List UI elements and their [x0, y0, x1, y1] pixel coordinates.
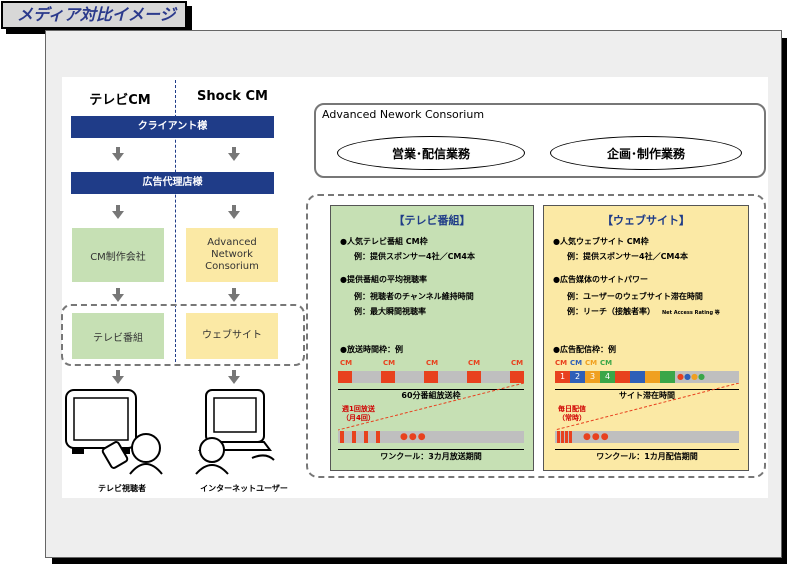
- web-cm-label: CM: [600, 359, 613, 367]
- tv-continuation-dots: ●●●: [400, 432, 427, 442]
- arrow-down-icon: [112, 205, 124, 219]
- web-slot-4: 4: [600, 371, 615, 383]
- shock-cm-header: Shock CM: [197, 89, 268, 104]
- tv-cm-label: CM: [383, 359, 396, 367]
- agency-bar: 広告代理店様: [71, 172, 274, 194]
- tv-bullet-2-sub-2: 例：最大瞬間視聴率: [354, 307, 426, 316]
- web-cm-label: CM: [585, 359, 598, 367]
- tv-bar-label: 60分番組放送枠: [401, 391, 461, 400]
- web-panel: [543, 205, 749, 471]
- tv-period-label: ワンクール：3カ月放送期間: [380, 452, 482, 461]
- web-bullet-2-sub-1: 例：ユーザーのウェブサイト滞在時間: [567, 292, 703, 301]
- client-bar: クライアント様: [71, 116, 274, 138]
- web-bullet-3: ●広告配信枠：例: [553, 345, 616, 354]
- tv-program-box: テレビ番組: [72, 313, 164, 359]
- tv-period-bar: ●●●: [338, 431, 524, 443]
- tv-cm-slot: [467, 371, 481, 383]
- arrow-down-icon: [112, 147, 124, 161]
- tv-cm-label: CM: [511, 359, 524, 367]
- web-daily-marks: [557, 431, 573, 443]
- planning-ellipse: 企画･制作業務: [550, 136, 742, 170]
- sales-label: 営業･配信業務: [391, 146, 470, 161]
- web-bullet-1: ●人気ウェブサイト CM枠: [553, 237, 649, 246]
- arrow-down-icon: [112, 288, 124, 302]
- web-period-label: ワンクール：1カ月配信期間: [596, 452, 698, 461]
- tv-cm-label: CM: [340, 359, 353, 367]
- internet-user-label: インターネットユーザー: [200, 484, 288, 493]
- tv-cm-slot: [338, 371, 352, 383]
- tv-panel-title: 【テレビ番組】: [393, 214, 471, 227]
- website-box: ウェブサイト: [186, 313, 278, 359]
- arrow-down-icon: [228, 205, 240, 219]
- tv-viewer-label: テレビ視聴者: [98, 484, 146, 493]
- web-period-bracket: [555, 449, 739, 450]
- tv-cm-slot: [510, 371, 524, 383]
- web-period-dots: ●●●: [583, 432, 610, 442]
- web-stay-bar: 1 2 3 4 ●●●●: [555, 371, 739, 383]
- arrow-down-icon: [228, 370, 240, 384]
- tv-bullet-1-sub: 例：提供スポンサー4社／CM4本: [354, 252, 475, 261]
- anc-box: Advanced Network Consorium: [186, 228, 278, 282]
- tv-note-line-1: 週1回放送: [342, 405, 375, 413]
- arrow-down-icon: [228, 147, 240, 161]
- web-nar-note: Net Access Rating 等: [662, 310, 720, 316]
- tv-bullet-3: ●放送時間枠：例: [340, 345, 403, 354]
- web-slot-repeat: [660, 371, 675, 383]
- web-note-line-1: 毎日配信: [558, 405, 586, 413]
- web-period-bar: ●●●: [555, 431, 739, 443]
- tv-period-bracket: [338, 449, 524, 450]
- tv-cm-label: CM: [426, 359, 439, 367]
- internet-user-icon: [195, 389, 275, 475]
- sales-ellipse: 営業･配信業務: [337, 136, 525, 170]
- tv-cm-slot: [424, 371, 438, 383]
- web-slot-1: 1: [555, 371, 570, 383]
- web-bar-bracket: [555, 389, 739, 390]
- web-continuation-dots: ●●●●: [677, 372, 705, 381]
- arrow-down-icon: [112, 370, 124, 384]
- consortium-box: [314, 103, 766, 178]
- media-row-frame: [61, 304, 305, 366]
- tv-cm-header: テレビCM: [89, 93, 151, 108]
- web-bar-label: サイト滞在時間: [619, 391, 675, 400]
- tv-bullet-1: ●人気テレビ番組 CM枠: [340, 237, 428, 246]
- tv-cm-label: CM: [468, 359, 481, 367]
- tv-zoom-lines: [338, 383, 524, 431]
- web-zoom-lines: [555, 383, 739, 431]
- arrow-down-icon: [228, 288, 240, 302]
- tv-panel: [330, 205, 534, 471]
- website-label: ウェブサイト: [202, 330, 262, 341]
- web-bullet-2-sub-2: 例：リーチ（接触者率）: [567, 307, 655, 316]
- tv-broadcast-bar: [338, 371, 524, 383]
- tv-note-line-2: （月4回）: [342, 414, 375, 422]
- tv-episode-mark: [376, 431, 380, 443]
- web-cm-label: CM: [555, 359, 568, 367]
- tv-bar-bracket: [338, 389, 524, 390]
- web-slot-2: 2: [570, 371, 585, 383]
- column-divider: [175, 80, 176, 362]
- tv-program-label: テレビ番組: [93, 332, 143, 344]
- web-slot-repeat: [630, 371, 645, 383]
- tv-episode-mark: [340, 431, 344, 443]
- tv-episode-mark: [352, 431, 356, 443]
- web-panel-title: 【ウェブサイト】: [602, 214, 690, 227]
- tv-bullet-2: ●提供番組の平均視聴率: [340, 275, 427, 284]
- web-bullet-2: ●広告媒体のサイトパワー: [553, 275, 648, 284]
- web-slot-repeat: [615, 371, 630, 383]
- media-compare-frame: [306, 194, 766, 478]
- tv-episode-mark: [364, 431, 368, 443]
- consortium-name: Advanced Nework Consorium: [322, 108, 485, 121]
- planning-label: 企画･制作業務: [606, 146, 685, 161]
- tv-cm-slot: [381, 371, 395, 383]
- page-title: メディア対比イメージ: [1, 1, 187, 29]
- web-cm-label: CM: [570, 359, 583, 367]
- cm-production-label: CM制作会社: [90, 251, 146, 263]
- web-slot-3: 3: [585, 371, 600, 383]
- tv-viewer-icon: [65, 389, 163, 475]
- anc-label: Advanced Network Consorium: [205, 237, 259, 272]
- web-note-line-2: （常時）: [558, 414, 586, 422]
- web-slot-repeat: [645, 371, 660, 383]
- tv-bullet-2-sub-1: 例：視聴者のチャンネル維持時間: [354, 292, 474, 301]
- web-bullet-1-sub: 例：提供スポンサー4社／CM4本: [567, 252, 688, 261]
- cm-production-box: CM制作会社: [72, 228, 164, 282]
